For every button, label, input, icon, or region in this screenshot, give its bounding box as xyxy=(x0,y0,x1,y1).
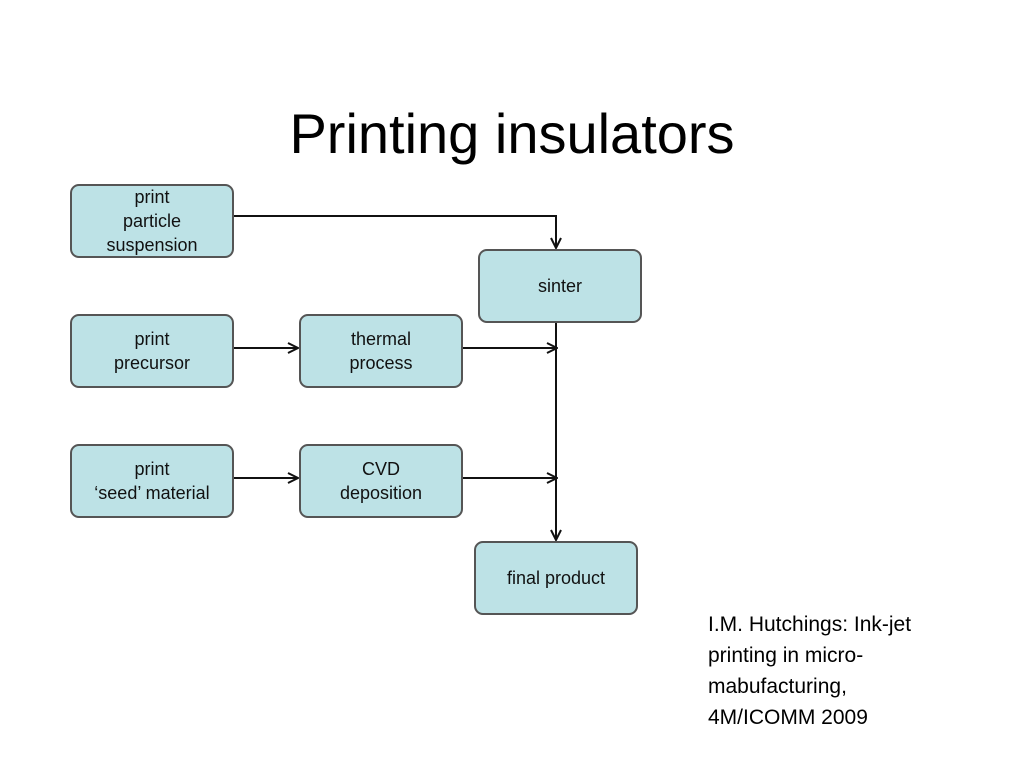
node-label: print precursor xyxy=(113,329,191,373)
node-print-precursor: print precursor xyxy=(70,314,234,388)
slide-title: Printing insulators xyxy=(289,101,735,165)
node-thermal-process: thermal process xyxy=(299,314,463,388)
node-cvd-deposition: CVD deposition xyxy=(299,444,463,518)
node-final-product: final product xyxy=(474,541,638,615)
edge-particle-to-sinter xyxy=(234,215,556,247)
node-label: CVD deposition xyxy=(339,459,423,503)
citation-text: I.M. Hutchings: Ink-jet printing in micr… xyxy=(708,613,912,729)
node-label: thermal process xyxy=(349,329,413,373)
node-print-particle-suspension: print particle suspension xyxy=(70,184,234,258)
node-print-seed-material: print ‘seed’ material xyxy=(70,444,234,518)
node-label: final product xyxy=(506,568,606,588)
node-label: print particle suspension xyxy=(106,187,198,255)
node-sinter: sinter xyxy=(478,249,642,323)
node-label: sinter xyxy=(537,276,582,296)
node-label: print ‘seed’ material xyxy=(94,459,210,503)
